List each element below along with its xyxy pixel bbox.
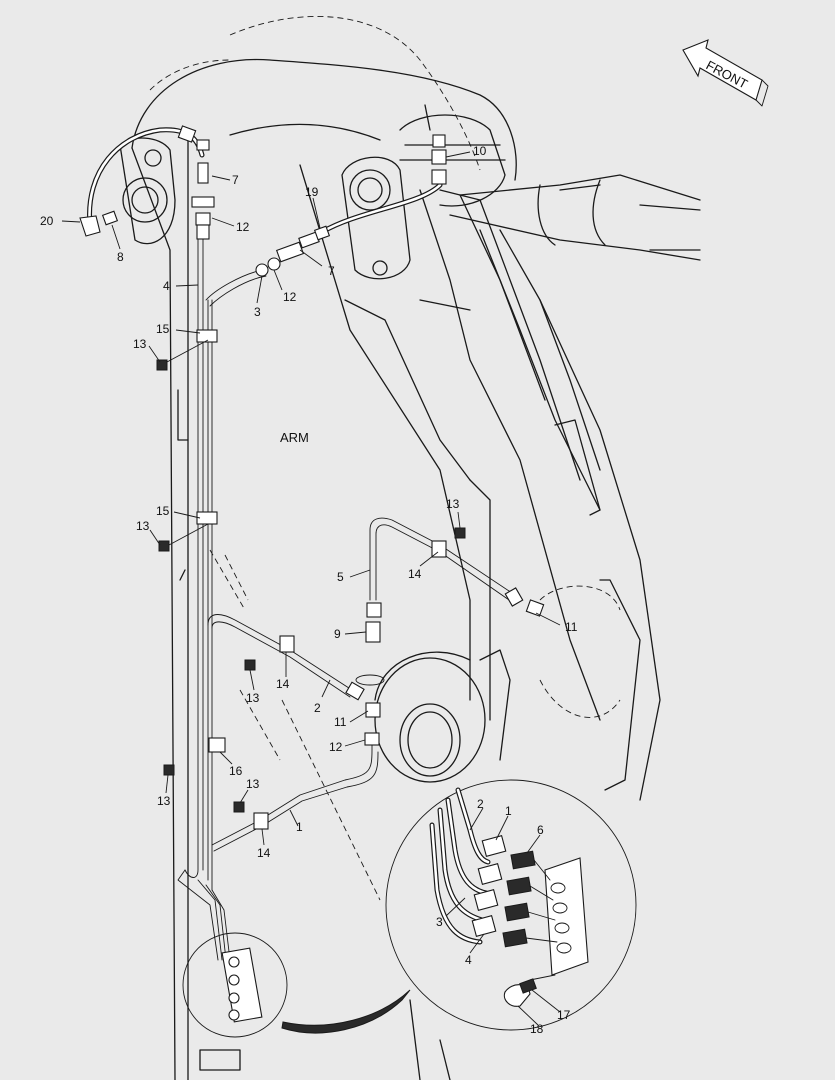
callout-14-right: 14 bbox=[408, 567, 422, 581]
arm-label: ARM bbox=[280, 430, 309, 445]
callout-15-lower: 15 bbox=[156, 504, 170, 518]
callout-2-detail: 2 bbox=[477, 797, 484, 811]
callout-13-lower-left: 13 bbox=[157, 794, 171, 808]
callout-7-top: 7 bbox=[232, 173, 239, 187]
callout-18: 18 bbox=[530, 1022, 544, 1036]
callout-7-mid: 7 bbox=[328, 264, 335, 278]
callout-16: 16 bbox=[229, 764, 243, 778]
callout-8: 8 bbox=[117, 250, 124, 264]
callout-19: 19 bbox=[305, 185, 319, 199]
detail-source-circle bbox=[182, 932, 288, 1038]
callout-6: 6 bbox=[537, 823, 544, 837]
callout-numbers: 10 7 19 20 12 8 7 4 12 3 15 13 13 15 13 … bbox=[40, 144, 578, 1036]
callout-5: 5 bbox=[337, 570, 344, 584]
callout-12-center: 12 bbox=[329, 740, 343, 754]
callout-3-detail: 3 bbox=[436, 915, 443, 929]
callout-12-top: 12 bbox=[236, 220, 250, 234]
callout-10: 10 bbox=[473, 144, 487, 158]
fittings bbox=[79, 125, 545, 1023]
callout-17: 17 bbox=[557, 1008, 571, 1022]
arm-structure bbox=[119, 15, 661, 1080]
front-arrow: FRONT bbox=[682, 39, 769, 107]
detail-enlargement bbox=[385, 779, 637, 1031]
callout-1-arm: 1 bbox=[296, 820, 303, 834]
callout-11-right: 11 bbox=[565, 620, 578, 634]
callout-11-center: 11 bbox=[334, 715, 347, 729]
callout-1-detail: 1 bbox=[505, 804, 512, 818]
callout-4-detail: 4 bbox=[465, 953, 472, 967]
hose-lines bbox=[87, 127, 516, 961]
callout-9: 9 bbox=[334, 627, 341, 641]
callout-14-mid: 14 bbox=[276, 677, 290, 691]
callout-15-upper: 15 bbox=[156, 322, 170, 336]
callout-13-upper: 13 bbox=[133, 337, 147, 351]
callout-2-arm: 2 bbox=[314, 701, 321, 715]
callout-3-arm: 3 bbox=[254, 305, 261, 319]
leader-lines bbox=[61, 151, 561, 1026]
callout-4-arm: 4 bbox=[163, 279, 170, 293]
callout-13-right: 13 bbox=[446, 497, 460, 511]
callout-20: 20 bbox=[40, 214, 54, 228]
bucket-cylinder bbox=[399, 104, 701, 311]
callout-14-lower: 14 bbox=[257, 846, 271, 860]
callout-12-mid: 12 bbox=[283, 290, 297, 304]
callout-13-left: 13 bbox=[136, 519, 150, 533]
callout-13-lower-mid: 13 bbox=[246, 777, 260, 791]
detail-pointer-arrow bbox=[281, 989, 411, 1034]
callout-13-mid: 13 bbox=[246, 691, 260, 705]
